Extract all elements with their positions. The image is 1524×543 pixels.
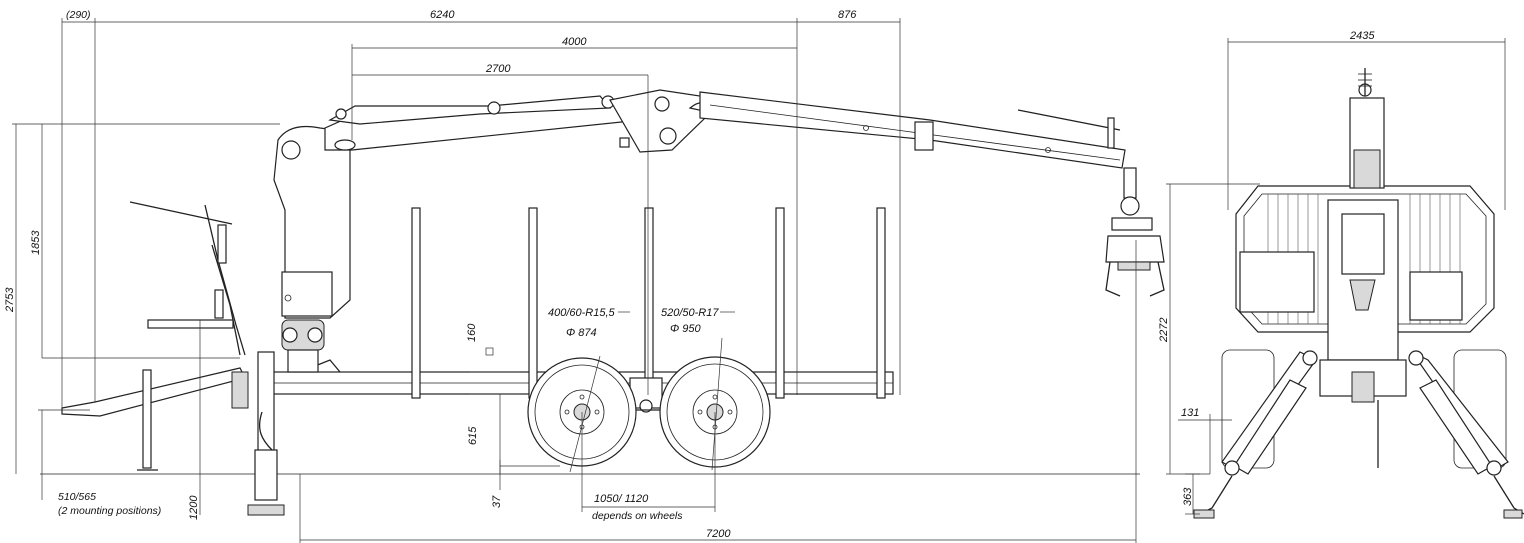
side-view	[40, 89, 1165, 516]
dim-stabilizer-offset: 131	[1181, 407, 1199, 419]
dim-wheelbase: 1050/ 1120	[594, 493, 649, 505]
dim-boom-reach-outer: 4000	[562, 36, 587, 48]
dim-overall-length: 7200	[706, 528, 731, 540]
dim-front-extension: 876	[838, 9, 857, 21]
tyre-1-diameter: Φ 874	[566, 327, 597, 339]
knuckle	[609, 89, 713, 153]
grapple	[1105, 167, 1165, 297]
rear-view-dimensions: 2435 2272 131 363	[1158, 30, 1506, 515]
side-view-dimensions: (290) 6240 876 4000 2700 2753 1853 1200 …	[4, 9, 1137, 543]
dim-rear-overall-width: 2435	[1349, 30, 1375, 42]
dim-overall-height: 2753	[4, 287, 16, 313]
mounting-note: (2 mounting positions)	[58, 505, 161, 517]
support-leg	[247, 351, 285, 516]
dim-rear-overhang: (290)	[66, 9, 91, 21]
dim-drawbar-height: 1200	[188, 495, 200, 520]
dim-frame-height: 615	[467, 426, 479, 445]
main-boom	[324, 95, 661, 151]
left-stabilizer	[1193, 350, 1318, 519]
dim-column-height: 1853	[30, 230, 42, 255]
extension-boom	[699, 91, 1126, 169]
tyre-2-size: 520/50-R17	[661, 307, 719, 319]
dim-leg-height: 363	[1182, 487, 1194, 506]
rear-view	[1193, 68, 1524, 519]
stakes	[411, 207, 886, 399]
operator-stand	[129, 201, 246, 356]
dim-drawbar-offset: 510/565	[58, 491, 96, 503]
right-stabilizer	[1408, 350, 1524, 519]
dim-ground-clearance: 37	[491, 495, 503, 508]
tyre-1-size: 400/60-R15,5	[548, 307, 616, 319]
dim-rear-height: 2272	[1158, 318, 1170, 343]
drawbar	[61, 367, 249, 471]
crane-column	[273, 124, 351, 373]
dim-stake-spacing: 160	[466, 323, 478, 342]
tyre-2-diameter: Φ 950	[670, 323, 701, 335]
dim-frame-length: 6240	[430, 9, 455, 21]
wheelbase-note: depends on wheels	[592, 510, 683, 522]
dim-boom-reach-inner: 2700	[485, 63, 511, 75]
